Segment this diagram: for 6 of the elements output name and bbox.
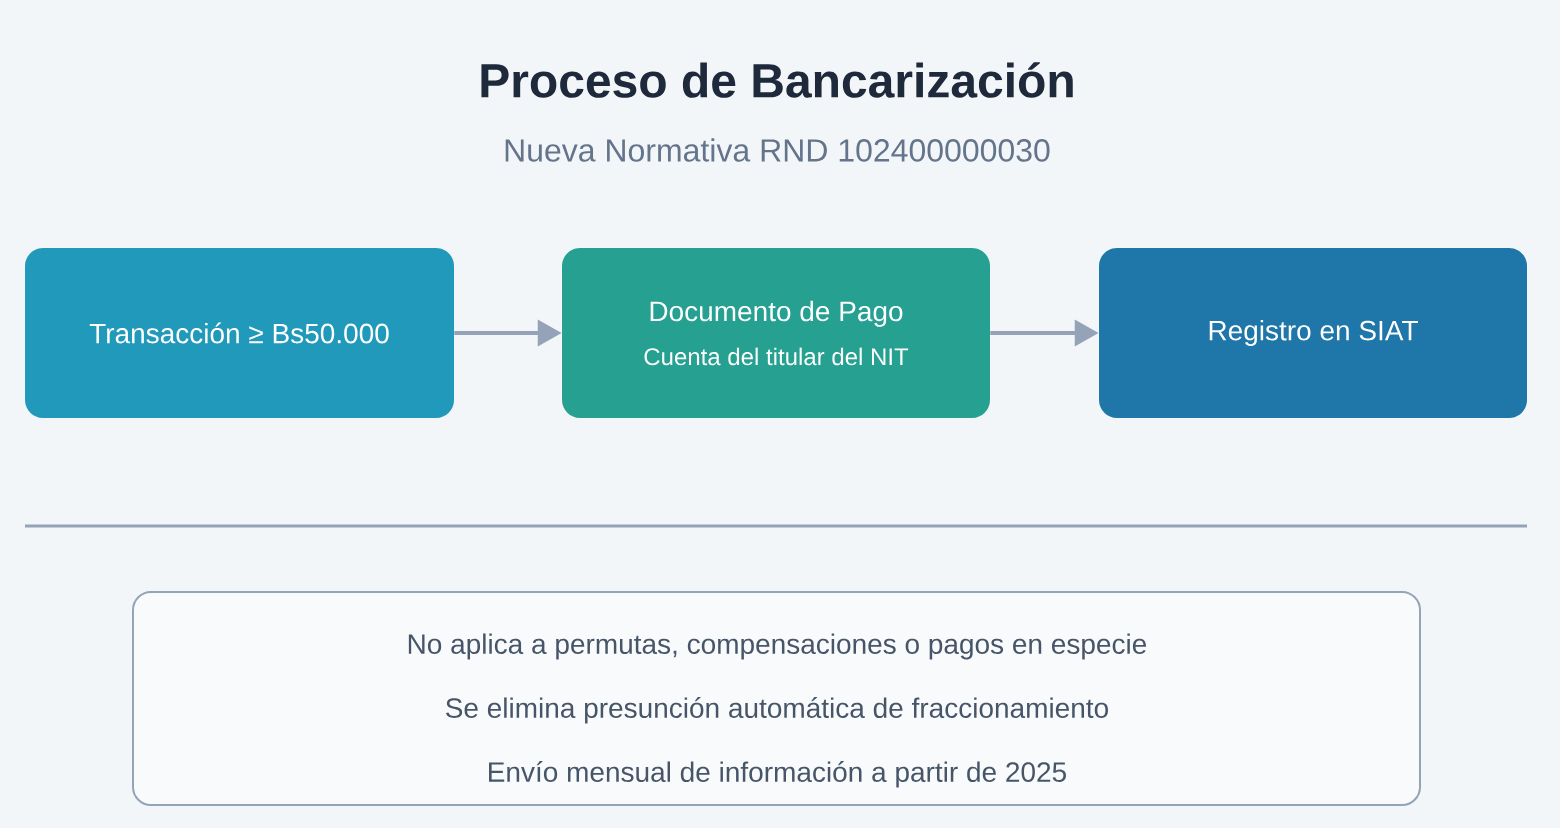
note-box: No aplica a permutas, compensaciones o pagos en especie Se elimina presunción automática de fraccionamiento Envío mensual de información a partir de 2025 (132, 591, 1421, 806)
subtitle: Nueva Normativa RND 102400000030 (505, 138, 1050, 162)
process-box: Transacción ≥ Bs50.000 (25, 248, 454, 418)
process-box: Registro en SIAT (1099, 248, 1527, 418)
title: Proceso de Bancarización (481, 62, 1073, 98)
process-box: Documento de Pago Cuenta del titular del NIT (562, 248, 990, 418)
